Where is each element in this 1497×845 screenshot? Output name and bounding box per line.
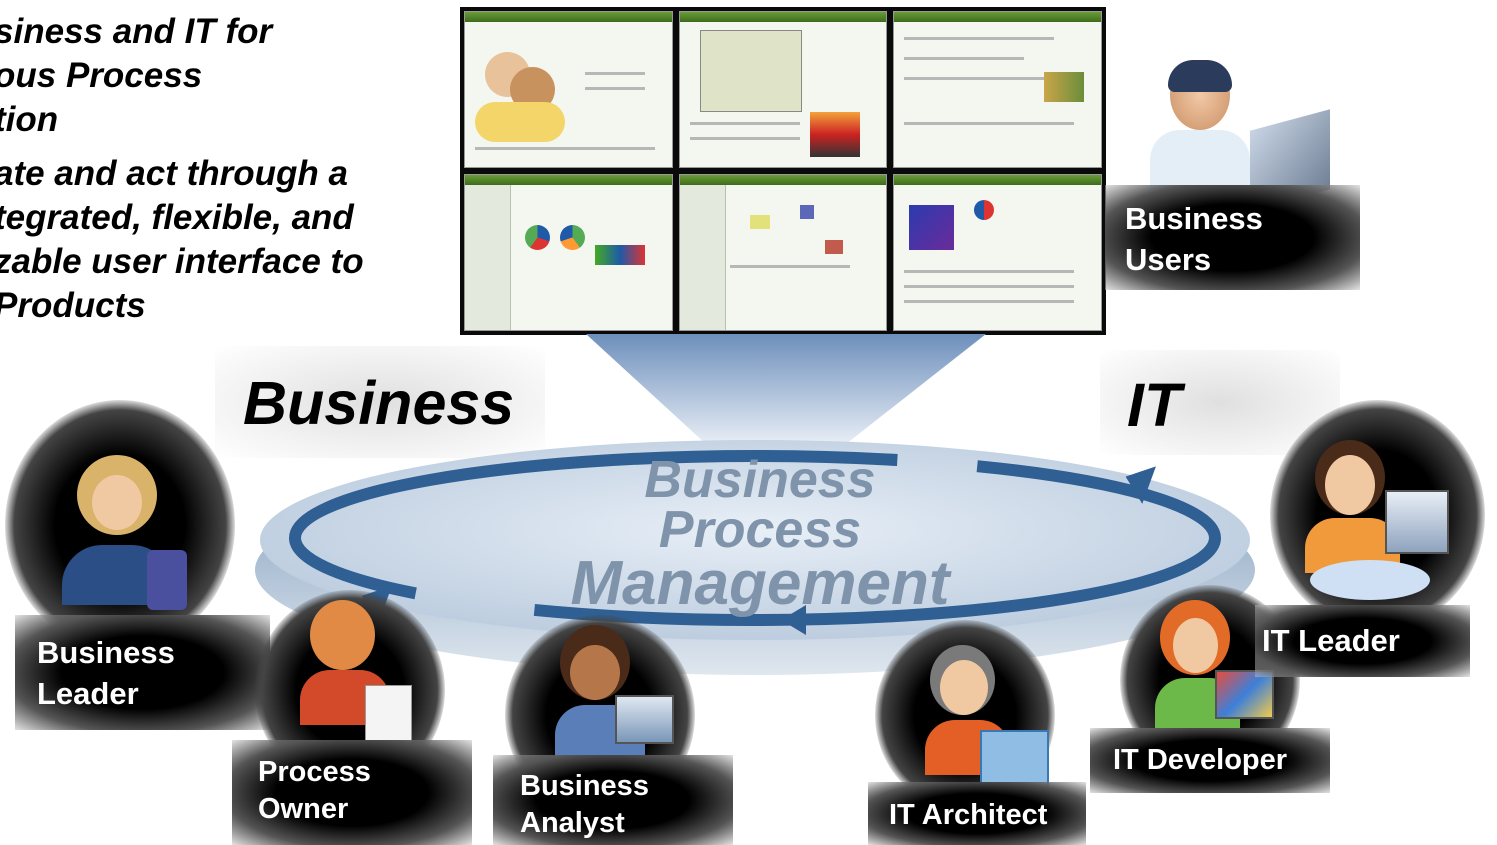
it-leader-label-bg xyxy=(1255,605,1470,677)
screenshot-dashboard xyxy=(464,174,673,331)
it-leader-label: IT Leader xyxy=(1262,623,1400,658)
screenshot-form xyxy=(893,11,1102,168)
process-owner-label: Process Owner xyxy=(258,756,371,825)
business-analyst-label: Business Analyst xyxy=(520,770,649,839)
bpm-platform xyxy=(255,440,1255,675)
woman-phone-icon xyxy=(62,455,187,610)
business-heading: Business xyxy=(243,369,515,437)
person-puzzle-icon xyxy=(1155,600,1275,730)
business-users-label: Business Users xyxy=(1125,201,1263,277)
bpm-title: Business Process Management xyxy=(500,451,1020,618)
person-monitor-icon xyxy=(555,625,674,765)
person-blueprint-icon xyxy=(925,645,1049,789)
business-analyst-label-bg xyxy=(493,755,733,845)
business-heading-bg xyxy=(215,346,545,458)
it-developer-label: IT Developer xyxy=(1113,744,1288,776)
bpm-title-line2: Process xyxy=(658,501,862,559)
screenshot-analytics xyxy=(893,174,1102,331)
it-architect-label: IT Architect xyxy=(889,799,1048,831)
it-developer-label-bg xyxy=(1090,728,1330,793)
screenshot-process xyxy=(678,174,888,331)
business-users-label-bg xyxy=(1105,185,1360,290)
business-leader-label: Business Leader xyxy=(37,635,175,711)
ui-screenshot-collage xyxy=(460,7,1106,335)
bullet-1: siness and IT for ous Process tion xyxy=(0,12,273,139)
process-owner-label-bg xyxy=(232,740,472,845)
business-leader-label-bg xyxy=(15,615,270,730)
screenshot-map xyxy=(678,11,888,168)
screenshot-login xyxy=(464,11,673,168)
bullet-list: siness and IT for ous Process tion ate a… xyxy=(0,10,444,338)
person-team-icon xyxy=(1300,440,1460,605)
bpm-title-line1: Business xyxy=(644,451,876,509)
it-heading: IT xyxy=(1127,371,1182,439)
bullet-2: ate and act through a tegrated, flexible… xyxy=(0,154,364,325)
person-flowchart-icon xyxy=(300,600,412,742)
person-laptop-icon xyxy=(1150,60,1250,190)
funnel-shape xyxy=(586,334,986,444)
it-architect-label-bg xyxy=(868,782,1086,845)
bpm-title-line3: Management xyxy=(570,549,950,618)
